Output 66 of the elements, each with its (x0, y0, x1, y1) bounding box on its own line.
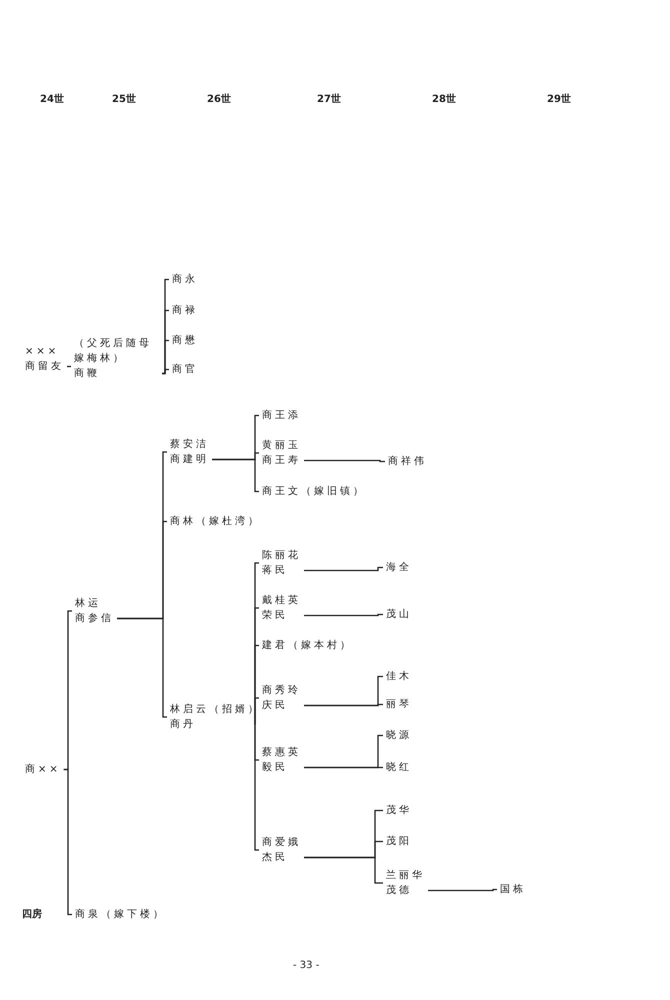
person-name: 商官 (172, 362, 198, 377)
generation-label: 29世 (547, 92, 571, 106)
person-name: 蔡惠英 (262, 746, 301, 760)
person-name: 茂德 (386, 884, 413, 898)
person-name: 林启云（招婿） (170, 702, 261, 717)
person-name: 商爱娥 (262, 836, 301, 850)
tree-line (67, 366, 71, 368)
generation-label: 24世 (40, 92, 64, 106)
person-name: 黄丽玉 (262, 438, 301, 453)
person-name: 商王文（嫁旧镇） (262, 484, 366, 499)
tree-line (117, 618, 167, 718)
tree-line (304, 766, 383, 768)
person-name: 丽琴 (386, 698, 412, 712)
tree-line (162, 368, 169, 374)
person-name: 蔡安洁 (170, 438, 209, 452)
person-name: 商建明 (170, 452, 209, 467)
person-name: 商鞭 (74, 366, 101, 381)
person-name: 杰民 (262, 850, 289, 865)
tree-line (304, 566, 383, 572)
generation-label: 26世 (207, 92, 231, 106)
person-name: 兰丽华 (386, 868, 425, 883)
tree-line (254, 724, 259, 851)
person-name: 晓源 (386, 728, 412, 743)
person-name: 商泉（嫁下楼） (75, 908, 166, 922)
person-name: 商参信 (75, 612, 114, 626)
person-name: 茂华 (386, 804, 412, 818)
person-name: 茂阳 (386, 834, 412, 849)
page-number: - 33 - (293, 960, 320, 971)
person-name: 蒋民 (262, 564, 289, 578)
tree-line (304, 460, 385, 462)
person-name: 商丹 (170, 718, 197, 732)
note-text: （父死后随母嫁梅林） (74, 336, 153, 366)
generation-label: 27世 (317, 92, 341, 106)
branch-label: 四房 (22, 907, 42, 921)
person-name: 林运 (75, 596, 102, 611)
tree-line (254, 697, 259, 726)
person-name: 海全 (386, 561, 412, 575)
person-name: 商×× (25, 762, 61, 777)
person-name: ××× (25, 345, 60, 359)
tree-line (304, 856, 383, 884)
person-name: 商王添 (262, 408, 301, 423)
person-name: 商祥伟 (388, 454, 427, 469)
person-name: 商禄 (172, 304, 198, 318)
person-name: 陈丽花 (262, 548, 301, 563)
person-name: 庆民 (262, 698, 289, 713)
generation-label: 28世 (432, 92, 456, 106)
person-name: 晓红 (386, 760, 412, 775)
person-name: 毅民 (262, 760, 289, 775)
person-name: 国栋 (500, 882, 526, 897)
person-name: 荣民 (262, 608, 289, 623)
person-name: 茂山 (386, 608, 412, 622)
tree-line (304, 704, 383, 706)
person-name: 商王寿 (262, 454, 301, 468)
person-name: 商永 (172, 272, 198, 287)
generation-label: 25世 (112, 92, 136, 106)
tree-line (304, 614, 383, 616)
person-name: 商懋 (172, 334, 198, 348)
person-name: 建君（嫁本村） (262, 638, 353, 653)
person-name: 商秀玲 (262, 684, 301, 698)
tree-line (64, 768, 72, 916)
person-name: 商留友 (25, 360, 64, 374)
tree-line (428, 888, 497, 892)
person-name: 商林（嫁杜湾） (170, 514, 261, 529)
person-name: 戴桂英 (262, 594, 301, 608)
person-name: 佳木 (386, 670, 412, 684)
tree-line (212, 458, 259, 492)
